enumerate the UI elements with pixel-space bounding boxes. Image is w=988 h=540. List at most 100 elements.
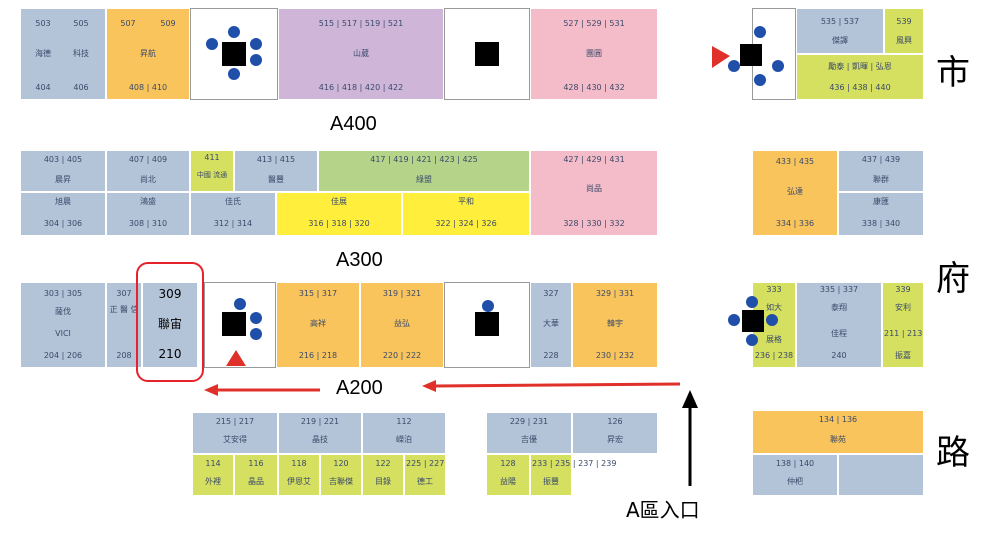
booth-114[interactable] xyxy=(234,454,278,496)
booth-label: 328 | 330 | 332 xyxy=(563,219,625,228)
booth-label: 山葳 xyxy=(353,49,369,58)
booth-label: 晶品 xyxy=(248,477,264,486)
booth-label: 外裡 xyxy=(205,477,221,486)
booth-label: 伊恩艾 xyxy=(287,477,311,486)
booth-label: 236 | 238 xyxy=(754,351,794,360)
booth-437-439[interactable] xyxy=(838,150,924,192)
booth-312-314[interactable] xyxy=(190,192,276,236)
booth-303-305[interactable] xyxy=(20,282,106,368)
booth-403-405[interactable] xyxy=(20,150,106,192)
entrance-label: A區入口 xyxy=(626,498,700,522)
booth-112[interactable] xyxy=(192,454,234,496)
booth-122[interactable] xyxy=(404,454,446,496)
booth-label: 120 xyxy=(333,459,349,468)
booth-315-317[interactable] xyxy=(276,282,360,368)
booth-126[interactable] xyxy=(486,454,530,496)
booth-label: 傑譯 xyxy=(832,36,848,45)
booth-515-521[interactable] xyxy=(278,8,444,100)
booth-label: 138 | 140 xyxy=(775,459,815,468)
dot-icon xyxy=(728,60,740,72)
booth-label: 319 | 321 xyxy=(382,289,422,298)
booth-407-409[interactable] xyxy=(106,150,190,192)
booth-label: 韓宇 xyxy=(607,319,623,328)
booth-label: 鴻盛 xyxy=(140,197,156,206)
booth-label: 220 | 222 xyxy=(382,351,422,360)
booth-label: 綠盟 xyxy=(416,175,432,184)
booth-219-221[interactable] xyxy=(362,412,446,454)
booth-215-217[interactable] xyxy=(278,412,362,454)
booth-507-509[interactable] xyxy=(106,8,190,100)
booth-label: VICI xyxy=(55,329,71,338)
booth-label: 407 | 409 xyxy=(128,155,168,164)
booth-427-431[interactable] xyxy=(530,150,658,236)
booth-327[interactable] xyxy=(530,282,572,368)
booth-label: 科技 xyxy=(73,49,89,58)
booth-label: 仲杷 xyxy=(787,477,803,486)
booth-label: 泰翔 xyxy=(831,303,847,312)
booth-label: 展格 xyxy=(766,335,782,344)
booth-label: 240 xyxy=(831,351,847,360)
booth-label: 德工 xyxy=(417,477,433,486)
booth-label: 醫豐 xyxy=(268,175,284,184)
booth-label: 338 | 340 xyxy=(861,219,901,228)
booth-335-337[interactable] xyxy=(796,282,882,368)
booth-128[interactable] xyxy=(530,454,572,496)
booth-label: 527 | 529 | 531 xyxy=(563,19,625,28)
booth-label: 503 xyxy=(35,19,51,28)
booth-label: 208 xyxy=(116,351,132,360)
booth-411[interactable] xyxy=(190,150,234,192)
booth-label: 122 xyxy=(375,459,391,468)
booth-label: 振嘉 xyxy=(895,351,911,360)
booth-118[interactable] xyxy=(320,454,362,496)
booth-527-531[interactable] xyxy=(530,8,658,100)
booth-316-320[interactable] xyxy=(276,192,402,236)
booth-label: 403 | 405 xyxy=(43,155,83,164)
booth-539[interactable] xyxy=(884,8,924,54)
booth-label: 333 xyxy=(766,285,782,294)
booth-134-136[interactable] xyxy=(752,454,838,496)
booth-label: 215 | 217 xyxy=(215,417,255,426)
booth-label: 聯苑 xyxy=(830,435,846,444)
booth-120[interactable] xyxy=(362,454,404,496)
booth-436-440[interactable] xyxy=(796,54,924,100)
booth-233-239[interactable] xyxy=(752,410,924,454)
booth-label: 327 xyxy=(543,289,559,298)
booth-329-331[interactable] xyxy=(572,282,658,368)
arrow-left-icon xyxy=(422,380,436,392)
booth-label: 404 xyxy=(35,83,51,92)
booth-433-435[interactable] xyxy=(752,150,838,236)
booth-label: 216 | 218 xyxy=(298,351,338,360)
booth-225-227[interactable] xyxy=(486,412,572,454)
booth-label: 團圓 xyxy=(586,49,602,58)
road-char: 市 xyxy=(936,53,970,93)
booth-308-310[interactable] xyxy=(106,192,190,236)
booth-label: 康匯 xyxy=(873,197,889,206)
row-label-a300: A300 xyxy=(336,249,383,271)
booth-319-321[interactable] xyxy=(360,282,444,368)
booth-304-306[interactable] xyxy=(20,192,106,236)
booth-138-140[interactable] xyxy=(838,454,924,496)
booth-322-326[interactable] xyxy=(402,192,530,236)
booth-label: 弘達 xyxy=(787,187,803,196)
booth-label: 風興 xyxy=(896,36,912,45)
booth-339[interactable] xyxy=(882,282,924,368)
booth-label: 吉優 xyxy=(521,435,537,444)
booth-229-231[interactable] xyxy=(572,412,658,454)
booth-413-415[interactable] xyxy=(234,150,318,192)
booth-label: 126 xyxy=(607,417,623,426)
booth-535-537[interactable] xyxy=(796,8,884,54)
booth-417-425[interactable] xyxy=(318,150,530,192)
booth-338-340[interactable] xyxy=(838,192,924,236)
booth-211-213[interactable] xyxy=(192,412,278,454)
booth-label: 309 xyxy=(158,287,182,301)
booth-116[interactable] xyxy=(278,454,320,496)
booth-label: 315 | 317 xyxy=(298,289,338,298)
booth-503-505[interactable] xyxy=(20,8,106,100)
booth-309-210[interactable] xyxy=(142,282,198,368)
booth-label: 509 xyxy=(160,19,176,28)
booth-label: 411 xyxy=(204,153,220,162)
booth-label: 515 | 517 | 519 | 521 xyxy=(318,19,404,28)
booth-label: 116 xyxy=(248,459,264,468)
highlight-frame xyxy=(136,262,204,382)
